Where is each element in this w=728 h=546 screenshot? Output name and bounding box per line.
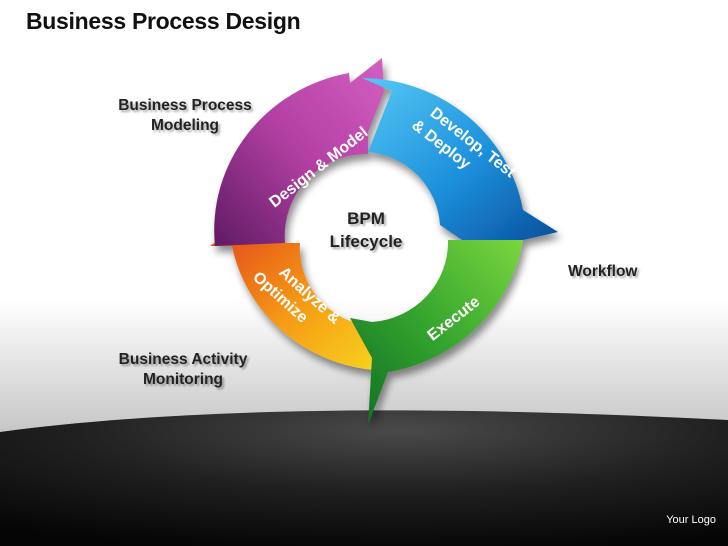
execute-arrow (350, 240, 523, 425)
label-line: Lifecycle (329, 232, 403, 251)
label-line: Business Activity (118, 351, 248, 368)
business-process-modeling-label: Business Process Modeling (110, 96, 260, 136)
slide-title: Business Process Design (26, 8, 301, 34)
business-activity-monitoring-label: Business Activity Monitoring (108, 350, 258, 390)
label-line: Business Process (118, 97, 252, 114)
label-line: Monitoring (142, 371, 224, 388)
bpm-lifecycle-center-label: BPM Lifecycle (318, 207, 414, 253)
analyze-optimize-arrow (210, 222, 375, 370)
develop-test-deploy-arrow (362, 78, 558, 240)
logo-placeholder-text: Your Logo (666, 514, 716, 526)
label-line: BPM (347, 209, 385, 228)
label-line: Modeling (150, 117, 220, 134)
design-model-arrow (214, 58, 384, 246)
workflow-label: Workflow (568, 263, 638, 280)
